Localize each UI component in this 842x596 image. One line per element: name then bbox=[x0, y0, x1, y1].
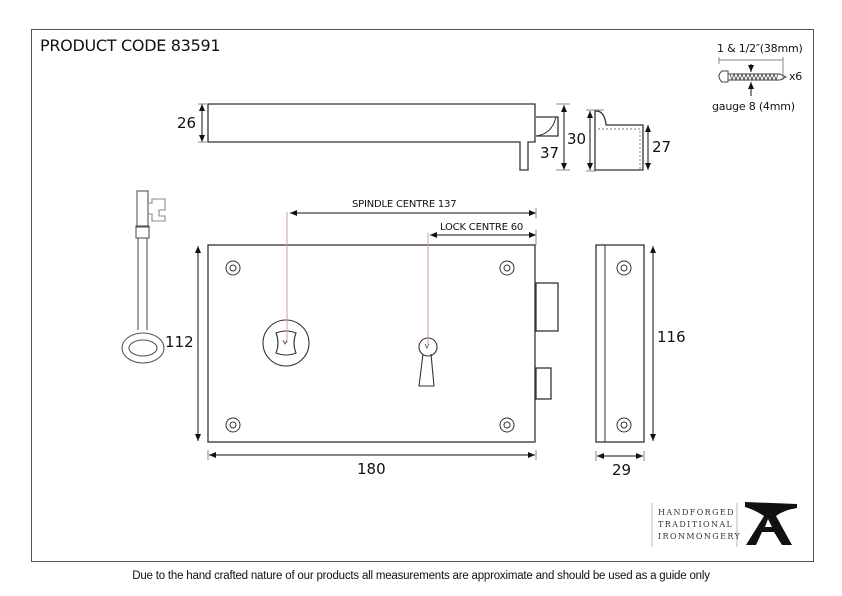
screw-length: 1 & 1/2″(38mm) bbox=[717, 42, 803, 55]
label-180: 180 bbox=[357, 460, 386, 478]
logo-line-1: HANDFORGED bbox=[658, 508, 735, 517]
logo-line-2: TRADITIONAL bbox=[658, 520, 734, 529]
logo-text: HANDFORGED TRADITIONAL IRONMONGERY bbox=[658, 507, 741, 543]
dim-37 bbox=[556, 103, 570, 171]
screw-quantity: x6 bbox=[789, 70, 803, 83]
fixing-screws bbox=[225, 260, 515, 433]
dim-30 bbox=[586, 109, 604, 172]
label-29: 29 bbox=[612, 461, 632, 479]
label-spindle-centre: SPINDLE CENTRE 137 bbox=[352, 199, 457, 210]
product-code: PRODUCT CODE 83591 bbox=[40, 36, 221, 55]
logo bbox=[651, 502, 797, 547]
logo-line-3: IRONMONGERY bbox=[658, 532, 742, 541]
label-37: 37 bbox=[540, 144, 560, 162]
lock-top-view bbox=[207, 103, 559, 171]
screw-icon bbox=[718, 57, 788, 96]
keep-side-profile bbox=[594, 110, 644, 171]
dim-29 bbox=[595, 451, 645, 461]
keep-front-view bbox=[595, 244, 645, 443]
label-30: 30 bbox=[567, 130, 587, 148]
label-26: 26 bbox=[177, 114, 197, 132]
label-lock-centre: LOCK CENTRE 60 bbox=[440, 222, 524, 233]
screw-gauge: gauge 8 (4mm) bbox=[712, 100, 795, 113]
dim-spindle-centre bbox=[290, 208, 537, 218]
dim-180 bbox=[207, 450, 537, 460]
spindle-follower bbox=[262, 319, 310, 367]
lock-front-view bbox=[207, 244, 559, 443]
label-27: 27 bbox=[652, 138, 672, 156]
centre-lines bbox=[286, 212, 429, 347]
label-116: 116 bbox=[657, 328, 686, 346]
dim-26 bbox=[198, 103, 208, 143]
drawing-frame bbox=[31, 29, 814, 562]
key-icon bbox=[121, 190, 166, 364]
label-112: 112 bbox=[165, 333, 194, 351]
dim-lock-centre bbox=[430, 230, 537, 245]
anvil-icon bbox=[745, 502, 797, 545]
disclaimer: Due to the hand crafted nature of our pr… bbox=[132, 570, 710, 582]
